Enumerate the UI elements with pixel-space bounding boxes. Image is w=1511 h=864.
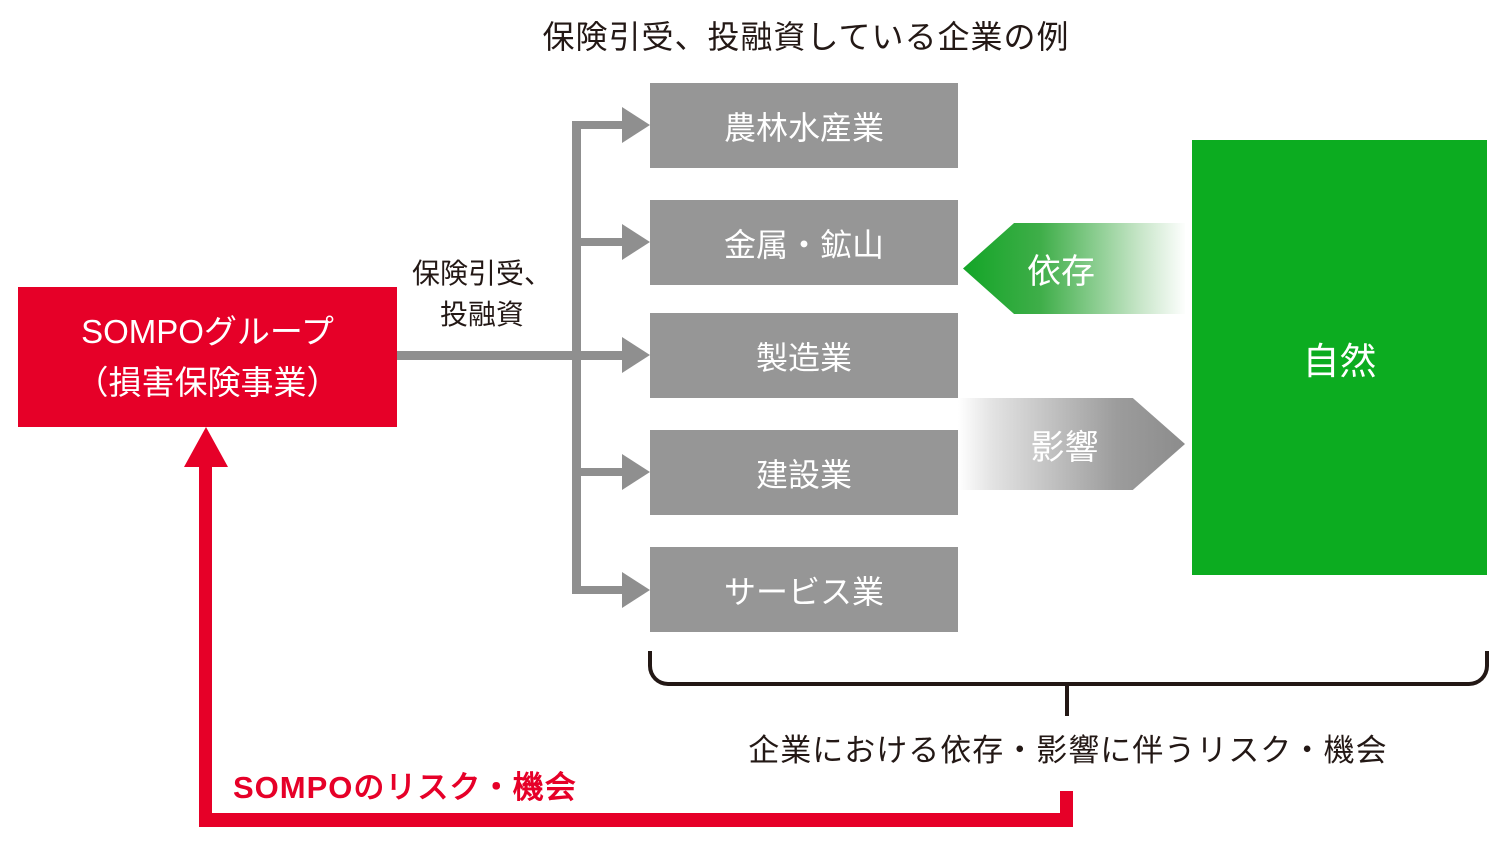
feedback-line-horizontal [199, 813, 1073, 827]
industry-box-manufacturing: 製造業 [650, 313, 958, 398]
branch-line-5 [572, 586, 625, 594]
bracket-tick [1065, 684, 1069, 716]
flow-label-line1: 保険引受、 [411, 258, 552, 289]
bracket [648, 651, 1489, 686]
feedback-label: SOMPOのリスク・機会 [233, 770, 577, 805]
flow-label-line2: 投融資 [439, 298, 524, 330]
main-flow-line [397, 351, 625, 360]
feedback-line-vertical [199, 460, 212, 827]
nature-box: 自然 [1192, 140, 1487, 575]
industry-box-construction: 建設業 [650, 430, 958, 515]
branch-vertical-line [572, 121, 581, 594]
flow-label: 保険引受、 投融資 [392, 254, 572, 335]
sompo-group-box: SOMPOグループ （損害保険事業） [18, 287, 397, 427]
industry-box-services: サービス業 [650, 547, 958, 632]
branch-line-2 [572, 238, 625, 246]
branch-line-4 [572, 468, 625, 476]
arrow-right-icon [622, 107, 650, 143]
industry-box-agriculture: 農林水産業 [650, 83, 958, 168]
industry-box-metals-mining: 金属・鉱山 [650, 200, 958, 285]
arrow-right-icon [622, 454, 650, 490]
impact-arrow-right-icon: 影響 [958, 398, 1185, 490]
dependence-arrow-label: 依存 [1027, 253, 1095, 291]
diagram-title: 保険引受、投融資している企業の例 [542, 19, 1070, 55]
arrow-right-icon [622, 224, 650, 260]
impact-arrow-label: 影響 [1030, 428, 1099, 467]
branch-line-1 [572, 121, 625, 129]
arrow-right-icon [622, 572, 650, 608]
feedback-line-stub [1060, 791, 1073, 827]
sompo-group-box-label: SOMPOグループ （損害保険事業） [76, 306, 340, 408]
arrow-right-icon [622, 337, 650, 373]
sompo-group-box-line1: SOMPOグループ [81, 312, 334, 350]
sompo-group-box-line2: （損害保険事業） [75, 364, 340, 401]
dependence-arrow-left-icon: 依存 [963, 223, 1185, 314]
bracket-caption: 企業における依存・影響に伴うリスク・機会 [748, 733, 1388, 768]
